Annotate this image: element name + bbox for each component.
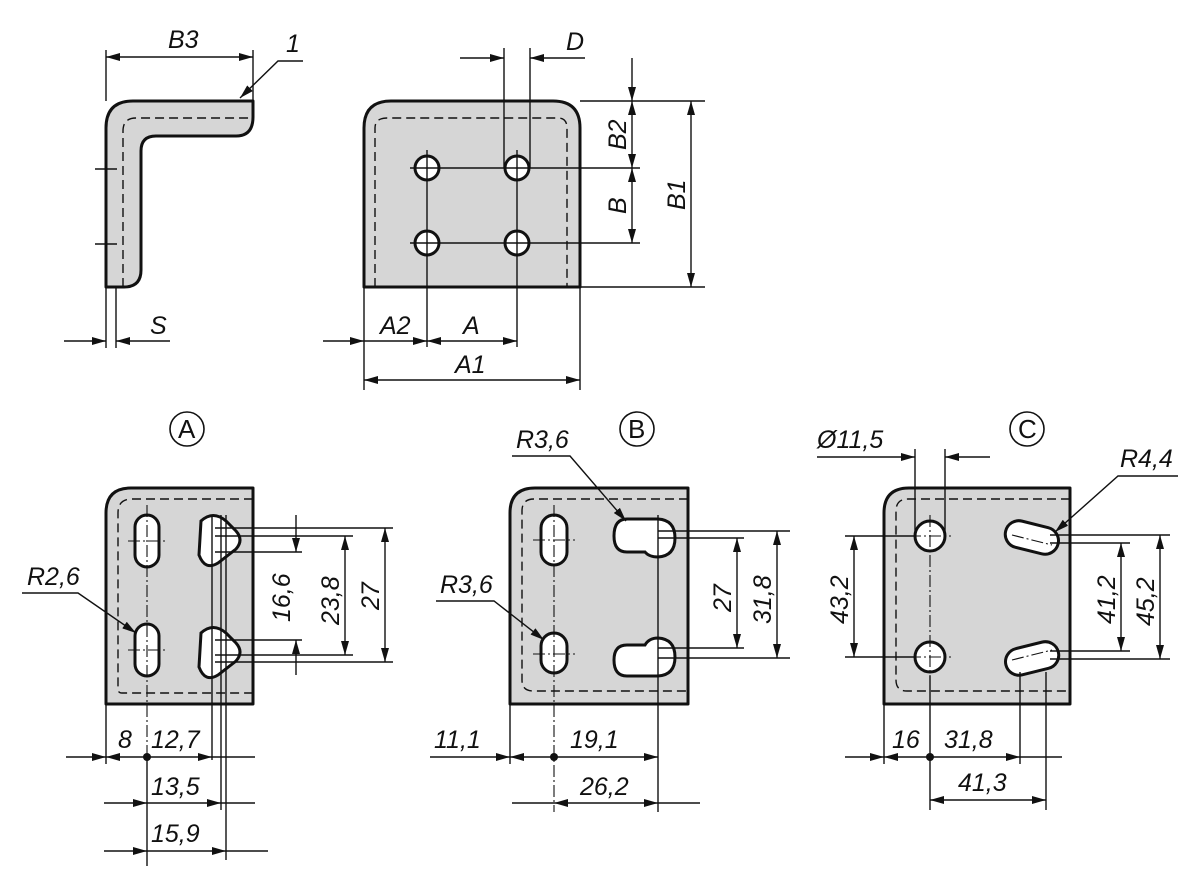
dim-31-8: 31,8 xyxy=(749,575,777,624)
dim-8: 8 xyxy=(118,726,132,754)
dim-12-7: 12,7 xyxy=(151,726,201,754)
side-hidden-line xyxy=(122,117,253,287)
variant-c-tag: C xyxy=(1018,414,1037,444)
radius-c: R4,4 xyxy=(1120,445,1173,473)
label-a: A xyxy=(461,312,480,340)
side-view: B3 1 S xyxy=(64,26,303,348)
dim-26-2: 26,2 xyxy=(579,773,629,801)
slot-diagonal xyxy=(1004,640,1061,677)
dim-19-1: 19,1 xyxy=(570,726,619,754)
label-s: S xyxy=(150,312,167,340)
label-a2: A2 xyxy=(378,312,411,340)
label-d: D xyxy=(566,28,584,56)
variant-c-marker xyxy=(1009,411,1045,447)
front-plate xyxy=(362,99,582,289)
dim-16-6: 16,6 xyxy=(268,573,296,622)
variant-a-tag: A xyxy=(178,414,196,444)
plate-c xyxy=(882,486,1072,706)
diameter-c: Ø11,5 xyxy=(816,426,883,454)
dim-41-3: 41,3 xyxy=(958,769,1007,797)
dim-41-2: 41,2 xyxy=(1093,575,1121,624)
slot-diagonal xyxy=(1003,519,1060,556)
label-a1: A1 xyxy=(453,351,486,379)
dim-43-2: 43,2 xyxy=(826,575,854,624)
keyhole xyxy=(612,517,677,559)
plate-a-hidden-line xyxy=(117,498,253,694)
dim-27: 27 xyxy=(357,581,385,611)
callout-1: 1 xyxy=(286,30,300,58)
dim-27: 27 xyxy=(709,583,737,613)
variant-b: B 27 31,8 11,1 19,1 26,2 R3,6 R3,6 xyxy=(430,411,790,812)
dim-45-2: 45,2 xyxy=(1132,577,1160,626)
label-b: B xyxy=(604,197,632,214)
dim-23-8: 23,8 xyxy=(317,576,345,626)
radius-b-top: R3,6 xyxy=(516,426,569,454)
variant-b-marker xyxy=(619,411,655,447)
variant-b-tag: B xyxy=(628,414,645,444)
label-b2: B2 xyxy=(604,119,632,150)
label-b3: B3 xyxy=(168,26,199,54)
dim-16: 16 xyxy=(892,726,920,754)
plate-b-hidden-line xyxy=(521,498,688,692)
side-profile xyxy=(104,99,255,289)
variant-c: C Ø11,5 R4,4 43,2 41,2 45,2 xyxy=(816,411,1178,810)
dim-13-5: 13,5 xyxy=(151,773,200,801)
label-b1: B1 xyxy=(663,179,691,210)
variant-a-marker xyxy=(169,411,205,447)
dim-15-9: 15,9 xyxy=(151,820,200,848)
dim-11-1: 11,1 xyxy=(434,726,481,754)
plate-a xyxy=(104,486,255,706)
radius-b-left: R3,6 xyxy=(440,571,493,599)
dim-31-8: 31,8 xyxy=(944,726,993,754)
front-view: D B2 B B1 A2 A A1 xyxy=(323,28,705,390)
variant-a: A 16,6 23,8 27 8 12,7 xyxy=(22,411,393,866)
radius-a: R2,6 xyxy=(27,563,80,591)
